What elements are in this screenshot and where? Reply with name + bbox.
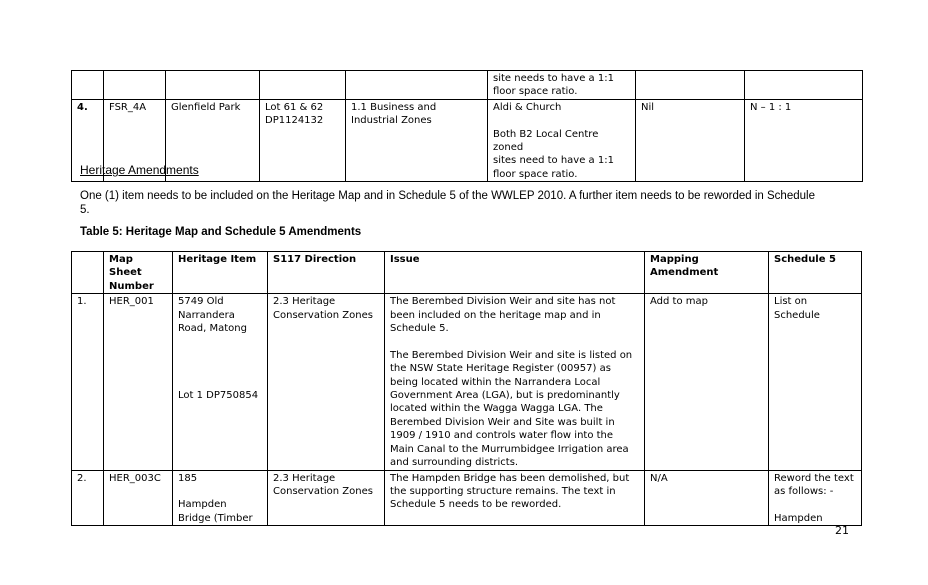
schedule-cell: Reword the text as follows: - Hampden	[768, 469, 862, 527]
map-sheet-cell: HER_001	[103, 293, 173, 471]
issue-cell: The Hampden Bridge has been demolished, …	[384, 469, 645, 527]
row-number: 4.	[71, 98, 104, 183]
row-number: 2.	[71, 469, 104, 527]
section-paragraph: One (1) item needs to be included on the…	[80, 190, 815, 216]
mapping-cell: N/A	[644, 469, 769, 527]
table-caption: Table 5: Heritage Map and Schedule 5 Ame…	[80, 226, 362, 238]
section-heading: Heritage Amendments	[80, 163, 199, 177]
table-header-row: Map Sheet Number Heritage Item S117 Dire…	[71, 250, 862, 295]
issue-cell: The Berembed Division Weir and site has …	[384, 293, 645, 471]
direction-cell: 1.1 Business and Industrial Zones	[345, 98, 488, 183]
page-number: 21	[835, 524, 849, 537]
map-sheet-cell: HER_003C	[103, 469, 173, 527]
table-row: 4. FSR_4A Glenfield Park Lot 61 & 62 DP1…	[71, 98, 863, 183]
heritage-item-cell: 5749 Old Narrandera Road, Matong Lot 1 D…	[172, 293, 268, 471]
mapping-cell: Nil	[635, 98, 745, 183]
header-cell: Heritage Item	[172, 250, 268, 295]
fsr-amendments-table: site needs to have a 1:1 floor space rat…	[71, 70, 863, 183]
header-cell: Issue	[384, 250, 645, 295]
mapping-cell: Add to map	[644, 293, 769, 471]
header-cell: Schedule 5	[768, 250, 862, 295]
header-cell: Map Sheet Number	[103, 250, 173, 295]
header-cell: Mapping Amendment	[644, 250, 769, 295]
table-row: 2. HER_003C 185 Hampden Bridge (Timber 2…	[71, 469, 862, 527]
schedule-cell: List on Schedule	[768, 293, 862, 471]
header-cell	[71, 250, 104, 295]
map-sheet-cell: FSR_4A	[103, 98, 166, 183]
row-number: 1.	[71, 293, 104, 471]
heritage-amendments-table: Map Sheet Number Heritage Item S117 Dire…	[71, 250, 862, 527]
table-row: site needs to have a 1:1 floor space rat…	[71, 70, 863, 100]
header-cell: S117 Direction	[267, 250, 385, 295]
heritage-item-cell: 185 Hampden Bridge (Timber	[172, 469, 268, 527]
issue-cell: Aldi & Church Both B2 Local Centre zoned…	[487, 98, 636, 183]
lot-cell: Lot 61 & 62 DP1124132	[259, 98, 346, 183]
direction-cell: 2.3 Heritage Conservation Zones	[267, 469, 385, 527]
table-row: 1. HER_001 5749 Old Narrandera Road, Mat…	[71, 293, 862, 471]
direction-cell: 2.3 Heritage Conservation Zones	[267, 293, 385, 471]
issue-cell: site needs to have a 1:1 floor space rat…	[487, 70, 636, 100]
ratio-cell: N – 1 : 1	[744, 98, 863, 183]
